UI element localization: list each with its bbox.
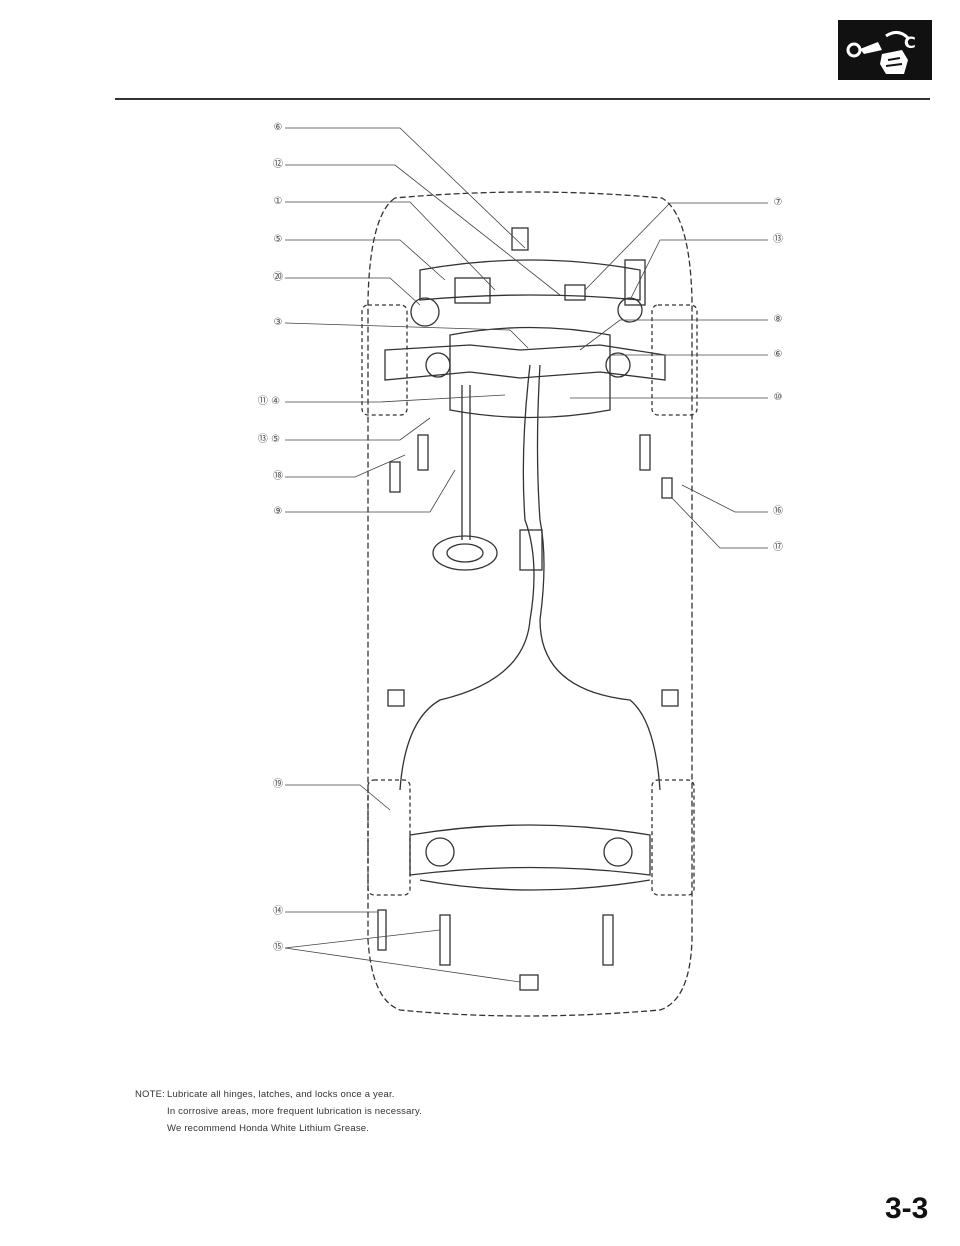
front-right-wheel [651, 304, 698, 416]
front-crossmember [419, 259, 641, 301]
callout-right-7: ⑰ [773, 542, 783, 553]
callout-right-4: ⑥ [773, 349, 783, 360]
front-right-strut [617, 297, 643, 323]
callout-left-11: ⑲ [273, 779, 283, 790]
engine-block [449, 326, 611, 419]
header-rule [115, 98, 930, 100]
page-number: 3-3 [885, 1192, 929, 1225]
lubrication-note: NOTE:Lubricate all hinges, latches, and … [135, 1086, 422, 1137]
callout-left-3: ① [273, 196, 283, 207]
callout-right-1: ⑦ [773, 197, 783, 208]
note-line-3: We recommend Honda White Lithium Grease. [167, 1123, 370, 1134]
callout-right-3: ⑧ [773, 314, 783, 325]
callout-left-10: ⑨ [273, 506, 283, 517]
car-body-outline [367, 191, 693, 1017]
callout-right-2: ⑬ [773, 234, 783, 245]
steering-column [461, 385, 471, 540]
section-badge: C [838, 20, 932, 80]
note-line-1: Lubricate all hinges, latches, and locks… [167, 1089, 395, 1100]
rear-right-wheel [651, 779, 695, 896]
front-left-wheel [361, 304, 408, 416]
svg-text:C: C [904, 33, 916, 52]
note-line-2: In corrosive areas, more frequent lubric… [167, 1106, 423, 1117]
note-prefix: NOTE: [135, 1089, 166, 1100]
callout-left-6: ③ [273, 317, 283, 328]
callout-right-6: ⑯ [773, 506, 783, 517]
front-left-strut [410, 297, 440, 327]
callout-left-7: ⑪ ④ [257, 396, 281, 407]
callout-left-2: ⑫ [273, 159, 283, 170]
callout-left-5: ⑳ [273, 272, 283, 283]
rear-left-wheel [367, 779, 411, 896]
brake-lines [399, 364, 535, 791]
callout-left-12: ⑭ [273, 906, 283, 917]
rear-crossmember [409, 824, 651, 876]
front-lower-arms [384, 344, 666, 381]
callout-left-8: ⑬ ⑤ [257, 434, 281, 445]
lubrication-oil-can-hand-icon: C [838, 20, 932, 80]
callout-left-1: ⑥ [273, 122, 283, 133]
callout-left-13: ⑮ [273, 942, 283, 953]
callout-right-5: ⑩ [773, 392, 783, 403]
steering-wheel [432, 535, 498, 571]
callout-left-4: ⑤ [273, 234, 283, 245]
callout-left-9: ⑱ [273, 471, 283, 482]
